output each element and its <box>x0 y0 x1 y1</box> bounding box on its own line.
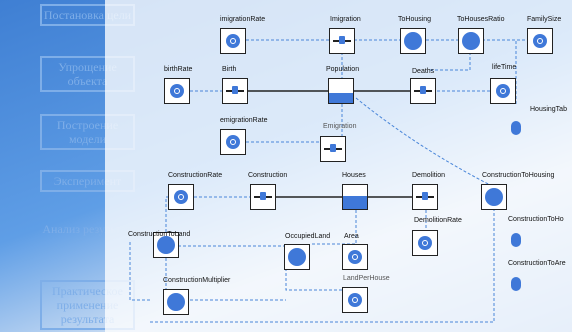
label-houses: Houses <box>342 172 366 179</box>
label-immigration-rate: imigrationRate <box>220 16 266 23</box>
stock-houses[interactable] <box>342 184 368 210</box>
flow-deaths[interactable] <box>410 78 436 104</box>
link-population-cth <box>355 97 501 191</box>
label-emigration-rate: emigrationRate <box>220 117 268 124</box>
label-land-per-house: LandPerHouse <box>343 275 390 282</box>
label-construction-to-land: ConstructionToLand <box>128 231 191 238</box>
stock-population[interactable] <box>328 78 354 104</box>
label-construction: Construction <box>248 172 288 179</box>
table-construction-to-housing-icon[interactable] <box>503 228 529 254</box>
param-construction-rate[interactable] <box>168 184 194 210</box>
param-area[interactable] <box>342 244 368 270</box>
aux-construction-multiplier[interactable] <box>163 289 189 315</box>
model-canvas[interactable] <box>105 0 572 332</box>
link-ratio-deaths <box>430 52 471 71</box>
label-occupied-land: OccupiedLand <box>285 233 331 240</box>
link-houses-occupied <box>312 210 357 245</box>
label-population: Population <box>326 66 360 73</box>
label-emigration: Emigration <box>323 123 357 130</box>
label-demolition-rate: DemolitionRate <box>414 217 462 224</box>
table-housing-icon[interactable] <box>503 116 529 142</box>
label-deaths: Deaths <box>412 68 435 75</box>
label-construction-multiplier: ConstructionMultiplier <box>163 277 231 284</box>
aux-occupied-land[interactable] <box>284 244 310 270</box>
flow-step-simplify: Упрощение объекта <box>40 56 135 92</box>
label-area: Area <box>344 233 359 240</box>
label-family-size: FamilySize <box>527 16 562 23</box>
aux-to-housing[interactable] <box>400 28 426 54</box>
param-life-time[interactable] <box>490 78 516 104</box>
aux-construction-to-housing[interactable] <box>481 184 507 210</box>
link-cth-loop <box>150 208 495 323</box>
label-demolition: Demolition <box>412 172 446 179</box>
aux-to-houses-ratio[interactable] <box>458 28 484 54</box>
param-demolition-rate[interactable] <box>412 230 438 256</box>
param-land-per-house[interactable] <box>342 287 368 313</box>
param-emigration-rate[interactable] <box>220 129 246 155</box>
label-construction-to-housing: ConstructionToHousing <box>482 172 555 179</box>
param-birth-rate[interactable] <box>164 78 190 104</box>
label-to-housing: ToHousing <box>398 16 432 23</box>
flow-demolition[interactable] <box>412 184 438 210</box>
label-construction-to-hou-table: ConstructionToHo <box>508 216 564 223</box>
table-construction-to-area-icon[interactable] <box>503 272 529 298</box>
label-birth: Birth <box>222 66 237 73</box>
flow-step-build-model: Построение модели <box>40 114 135 150</box>
link-multiplier-loop <box>129 240 150 301</box>
label-immigration: Imigration <box>330 16 361 23</box>
label-birth-rate: birthRate <box>164 66 193 73</box>
aux-construction-to-land[interactable] <box>153 232 179 258</box>
label-to-houses-ratio: ToHousesRatio <box>457 16 505 23</box>
label-construction-rate: ConstructionRate <box>168 172 223 179</box>
label-housing-table: HousingTab <box>530 106 567 113</box>
flow-birth[interactable] <box>222 78 248 104</box>
flow-construction[interactable] <box>250 184 276 210</box>
label-construction-to-are-table: ConstructionToAre <box>508 260 566 267</box>
flow-emigration[interactable] <box>320 136 346 162</box>
param-family-size[interactable] <box>527 28 553 54</box>
link-ctland-constrate <box>165 196 180 232</box>
label-life-time: lifeTime <box>492 64 517 71</box>
flow-immigration[interactable] <box>329 28 355 54</box>
param-immigration-rate[interactable] <box>220 28 246 54</box>
